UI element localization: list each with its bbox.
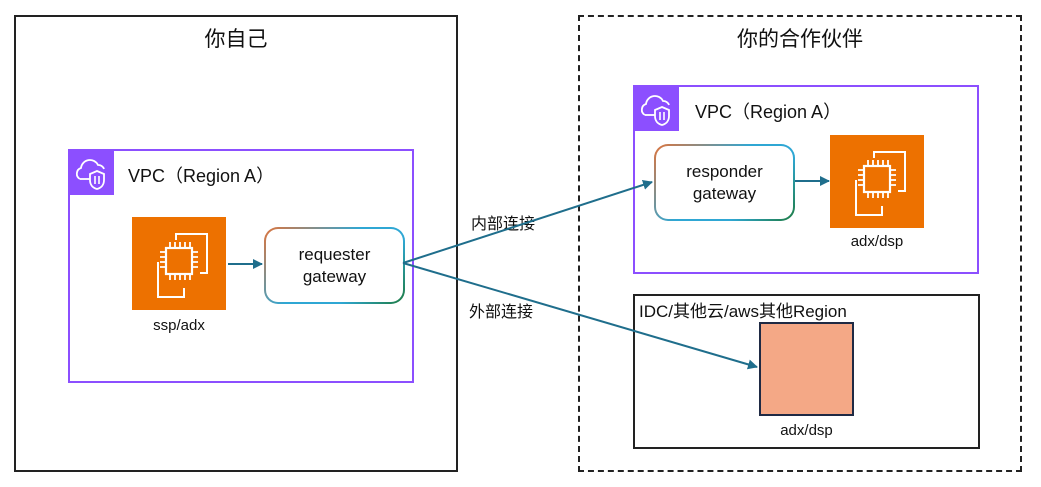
- ec2-instance-icon: [855, 151, 906, 216]
- external-zone: IDC/其他云/aws其他Region adx/dsp: [633, 294, 980, 449]
- self-vpc-label: VPC（Region A）: [128, 166, 275, 186]
- self-ec2-instance[interactable]: [132, 217, 226, 310]
- requester-gateway-line1: requester: [298, 244, 371, 264]
- self-vpc: VPC（Region A） ssp/adx requester gateway: [68, 149, 414, 383]
- requester-gateway[interactable]: requester gateway: [264, 227, 405, 304]
- responder-gateway-line1: responder: [686, 161, 763, 181]
- external-zone-label: IDC/其他云/aws其他Region: [639, 302, 847, 321]
- partner-ec2-instance[interactable]: [830, 135, 924, 228]
- partner-ec2-caption: adx/dsp: [850, 233, 904, 250]
- ec2-instance-icon: [157, 233, 208, 298]
- vpc-cloud-shield-icon: [633, 85, 679, 131]
- self-zone-title: 你自己: [204, 28, 268, 51]
- external-node-caption: adx/dsp: [780, 422, 833, 439]
- self-ec2-caption: ssp/adx: [153, 317, 205, 334]
- vpc-cloud-shield-icon: [68, 149, 114, 195]
- external-connection-label: 外部连接: [469, 304, 534, 321]
- requester-gateway-line2: gateway: [302, 266, 367, 286]
- partner-vpc: VPC（Region A） responder gateway adx/dsp: [633, 85, 979, 274]
- external-adx-dsp-node[interactable]: [759, 322, 854, 416]
- responder-gateway[interactable]: responder gateway: [654, 144, 795, 221]
- internal-connection-label: 内部连接: [471, 216, 536, 233]
- responder-gateway-line2: gateway: [692, 183, 757, 203]
- partner-zone-title: 你的合作伙伴: [737, 28, 863, 51]
- partner-vpc-label: VPC（Region A）: [695, 102, 842, 122]
